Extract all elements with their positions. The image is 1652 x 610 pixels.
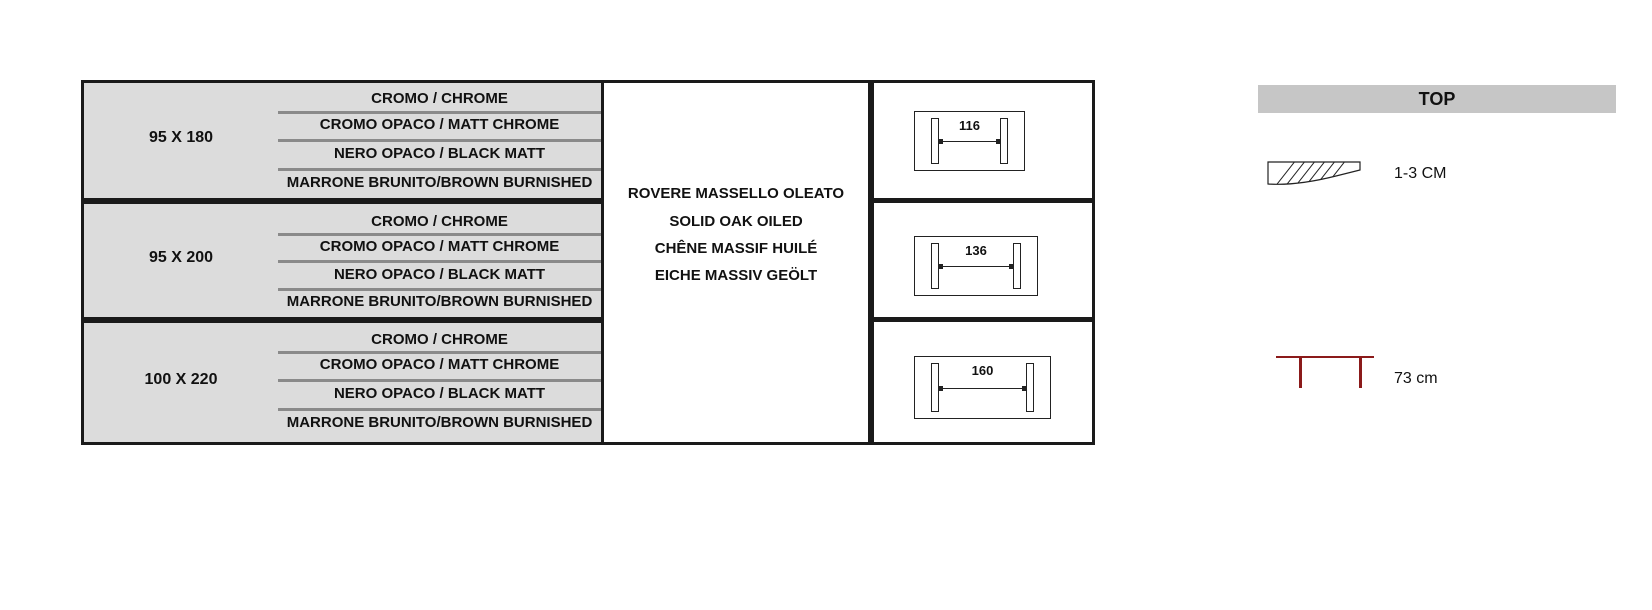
dimension-end: [996, 139, 1001, 144]
wood-line-en: SOLID OAK OILED: [669, 213, 803, 230]
plan-drawing-136: 136: [914, 236, 1038, 296]
table-frame-left: [81, 80, 874, 445]
size-label: 100 X 220: [144, 371, 218, 388]
wood-line-fr: CHÊNE MASSIF HUILÉ: [654, 240, 818, 257]
drawing-divider: [871, 317, 1095, 322]
block-divider: [81, 317, 601, 323]
dimension-line: [940, 141, 999, 142]
finish-divider: [278, 351, 601, 354]
finish-chrome: CROMO / CHROME: [371, 90, 508, 107]
finish-divider: [278, 260, 601, 263]
size-block-95x180: 95 X 180 CROMO / CHROME CROMO OPACO / MA…: [81, 80, 601, 198]
wood-line-de: EICHE MASSIV GEÖLT: [654, 267, 818, 284]
finish-divider: [278, 408, 601, 411]
size-label: 95 X 200: [148, 249, 214, 266]
finish-black-matt: NERO OPACO / BLACK MATT: [333, 385, 546, 402]
dimension-line: [940, 266, 1012, 267]
finish-brown-burnished: MARRONE BRUNITO/BROWN BURNISHED: [286, 293, 593, 310]
table-height-icon: [1276, 356, 1376, 390]
plan-drawing-116: 116: [914, 111, 1025, 171]
finish-divider: [278, 233, 601, 236]
finish-matt-chrome: CROMO OPACO / MATT CHROME: [319, 356, 560, 373]
dimension-line: [940, 388, 1025, 389]
size-block-100x220: 100 X 220 CROMO / CHROME CROMO OPACO / M…: [81, 323, 601, 445]
thickness-label: 1-3 CM: [1394, 165, 1447, 182]
dimension-end: [938, 264, 943, 269]
finishes-table: 95 X 180 CROMO / CHROME CROMO OPACO / MA…: [81, 80, 1095, 445]
dimension-value: 160: [971, 363, 994, 378]
height-label: 73 cm: [1394, 370, 1438, 387]
finish-chrome: CROMO / CHROME: [371, 331, 508, 348]
finish-divider: [278, 288, 601, 291]
dimension-value: 136: [965, 243, 987, 258]
finish-black-matt: NERO OPACO / BLACK MATT: [333, 266, 546, 283]
dimension-end: [938, 386, 943, 391]
edge-profile-icon: [1266, 160, 1364, 188]
block-divider: [81, 198, 601, 204]
top-header: TOP: [1258, 85, 1616, 113]
finish-divider: [278, 168, 601, 171]
size-block-95x200: 95 X 200 CROMO / CHROME CROMO OPACO / MA…: [81, 204, 601, 317]
dimension-end: [1022, 386, 1027, 391]
finish-black-matt: NERO OPACO / BLACK MATT: [333, 145, 546, 162]
drawing-divider: [871, 198, 1095, 203]
finish-divider: [278, 139, 601, 142]
finish-divider: [278, 111, 601, 114]
finish-brown-burnished: MARRONE BRUNITO/BROWN BURNISHED: [286, 174, 593, 191]
finish-chrome: CROMO / CHROME: [371, 213, 508, 230]
finish-brown-burnished: MARRONE BRUNITO/BROWN BURNISHED: [286, 414, 593, 431]
wood-line-it: ROVERE MASSELLO OLEATO: [627, 185, 845, 202]
finish-divider: [278, 379, 601, 382]
dimension-value: 116: [959, 118, 980, 133]
finish-matt-chrome: CROMO OPACO / MATT CHROME: [319, 116, 560, 133]
finish-matt-chrome: CROMO OPACO / MATT CHROME: [319, 238, 560, 255]
dimension-end: [1009, 264, 1014, 269]
plan-drawing-160: 160: [914, 356, 1051, 419]
size-label: 95 X 180: [148, 129, 214, 146]
dimension-end: [938, 139, 943, 144]
table-frame-right: [868, 80, 1095, 445]
plan-drawings: 116 136 160: [871, 80, 1095, 445]
